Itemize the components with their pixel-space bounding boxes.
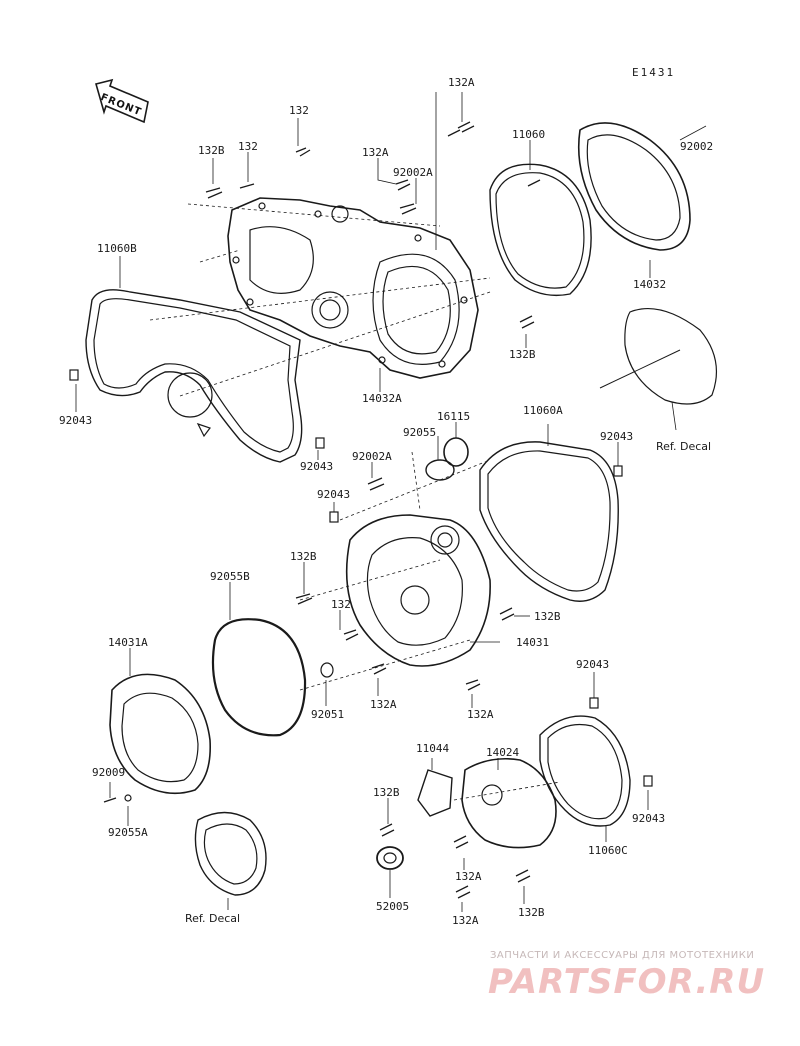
part-label: 132A <box>452 914 479 927</box>
ref-decal-top <box>624 308 718 405</box>
cover-14032 <box>577 122 691 251</box>
collars <box>69 369 653 802</box>
part-label: 92051 <box>311 708 345 721</box>
part-label: 11060C <box>588 844 628 857</box>
gasket-11060c <box>539 715 631 827</box>
part-label: 92043 <box>632 812 666 825</box>
gasket-11060b <box>85 289 303 463</box>
part-label: 92043 <box>317 488 351 501</box>
bracket-11044 <box>417 769 453 817</box>
part-label: 132 <box>289 104 309 117</box>
clutch-cover-14032a <box>227 197 479 379</box>
part-label: 132 <box>238 140 258 153</box>
part-label: 11044 <box>416 742 450 755</box>
oring-92055b <box>211 618 307 737</box>
part-label: 92002A <box>393 166 433 179</box>
part-label: 14032A <box>362 392 402 405</box>
oring-92055 <box>425 459 455 481</box>
part-label: 92002A <box>352 450 392 463</box>
part-label: 132A <box>448 76 475 89</box>
part-label: 14031A <box>108 636 148 649</box>
part-label: 132 <box>331 598 351 611</box>
cover-14024 <box>461 757 557 849</box>
diagram-code: E1431 <box>632 66 676 79</box>
part-label: 92043 <box>576 658 610 671</box>
ref-decal-label: Ref. Decal <box>185 912 241 925</box>
ref-decal-label: Ref. Decal <box>656 440 712 453</box>
gasket-11060a <box>479 441 619 602</box>
part-label: 132B <box>518 906 545 919</box>
part-label: 132A <box>370 698 397 711</box>
cover-14031 <box>345 514 491 667</box>
front-arrow-icon <box>95 78 149 124</box>
part-label: 11060 <box>512 128 546 141</box>
part-label: 132A <box>362 146 389 159</box>
watermark-logo: PARTSFOR.RU <box>488 962 766 1002</box>
part-label: 92055B <box>210 570 250 583</box>
part-label: 92002 <box>680 140 714 153</box>
part-label: 92055A <box>108 826 148 839</box>
part-label: 92043 <box>59 414 93 427</box>
part-label: 92055 <box>403 426 437 439</box>
part-label: 92043 <box>600 430 634 443</box>
part-label: 14024 <box>486 746 520 759</box>
part-label: 132B <box>509 348 536 361</box>
seal-52005 <box>376 846 404 870</box>
cover-14031a <box>109 673 212 795</box>
gasket-11060 <box>489 163 592 297</box>
part-label: 14031 <box>516 636 550 649</box>
part-label: 132A <box>467 708 494 721</box>
part-label: 132B <box>290 550 317 563</box>
part-label: 132B <box>534 610 561 623</box>
part-label: 11060B <box>97 242 137 255</box>
part-label: 132B <box>373 786 400 799</box>
leader-lines <box>75 92 707 912</box>
part-label: 16115 <box>437 410 471 423</box>
ref-decal-bottom <box>194 811 267 896</box>
seal-92051 <box>320 662 334 678</box>
part-label: 52005 <box>376 900 410 913</box>
watermark-tagline: ЗАПЧАСТИ И АКСЕССУАРЫ ДЛЯ МОТОТЕХНИКИ <box>490 950 755 961</box>
part-label: 132B <box>198 144 225 157</box>
bolts <box>103 121 541 899</box>
part-label: 11060A <box>523 404 563 417</box>
part-label: 132A <box>455 870 482 883</box>
part-label: 92043 <box>300 460 334 473</box>
part-label: 14032 <box>633 278 667 291</box>
part-label: 92009 <box>92 766 126 779</box>
